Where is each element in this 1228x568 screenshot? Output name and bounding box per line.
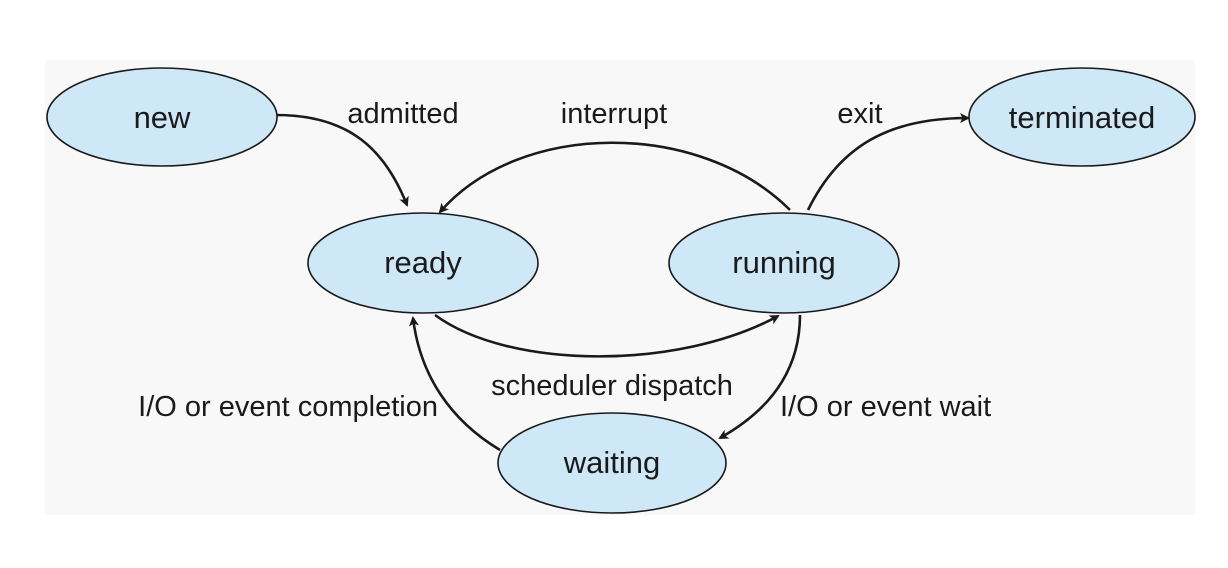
label-scheduler-dispatch: scheduler dispatch bbox=[491, 370, 733, 402]
state-running-label: running bbox=[732, 245, 835, 280]
state-running: running bbox=[668, 212, 900, 314]
edge-io-event-completion bbox=[409, 316, 501, 452]
edge-interrupt bbox=[438, 141, 791, 214]
state-new-shape bbox=[46, 67, 278, 167]
edge-io-event-wait bbox=[718, 314, 802, 440]
label-io-event-completion: I/O or event completion bbox=[138, 391, 438, 423]
label-io-event-wait: I/O or event wait bbox=[780, 391, 991, 423]
state-terminated-shape bbox=[968, 67, 1196, 167]
label-exit: exit bbox=[837, 98, 882, 130]
state-ready-shape bbox=[307, 212, 539, 314]
state-ready: ready bbox=[307, 212, 539, 314]
state-terminated: terminated bbox=[968, 67, 1196, 167]
state-new: new bbox=[46, 67, 278, 167]
state-waiting-label: waiting bbox=[563, 445, 661, 480]
state-waiting-shape bbox=[497, 412, 727, 514]
state-terminated-label: terminated bbox=[1009, 100, 1155, 135]
state-waiting: waiting bbox=[497, 412, 727, 514]
label-interrupt: interrupt bbox=[561, 98, 667, 130]
state-running-shape bbox=[668, 212, 900, 314]
edge-admitted bbox=[275, 113, 409, 207]
edge-exit bbox=[806, 113, 970, 211]
state-new-label: new bbox=[134, 100, 191, 135]
edge-scheduler-dispatch bbox=[434, 313, 780, 358]
state-ready-label: ready bbox=[384, 245, 462, 280]
label-admitted: admitted bbox=[347, 98, 458, 130]
